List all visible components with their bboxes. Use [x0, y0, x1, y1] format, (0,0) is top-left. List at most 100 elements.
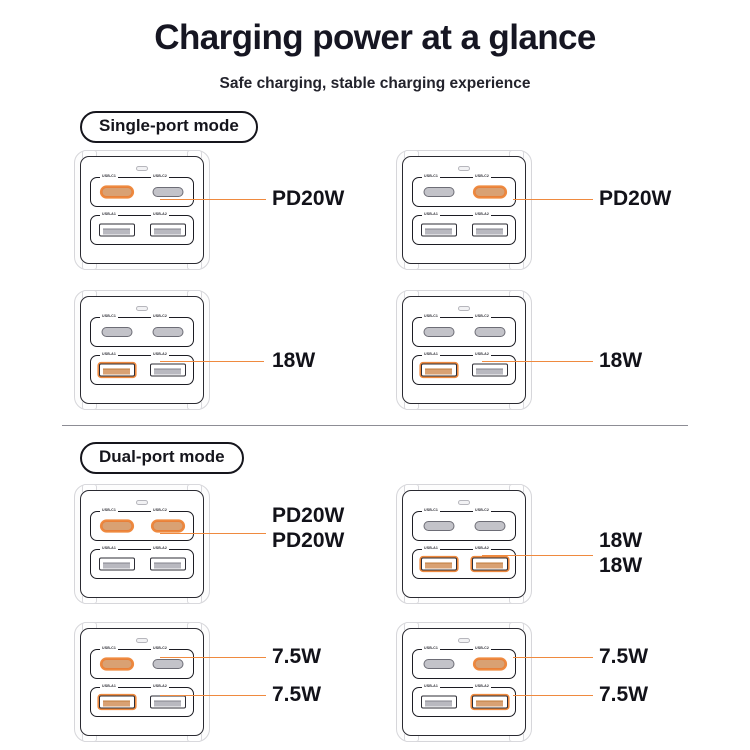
section-label-single-port: Single-port mode — [80, 111, 258, 143]
charger-face: USB-C1 USB-C2 USB-A1 USB-A2 — [80, 296, 204, 404]
charger-foot-icon — [509, 150, 524, 158]
charger-foot-icon — [82, 290, 97, 298]
charger-foot-icon — [509, 622, 524, 630]
port-label-c1: USB-C1 — [422, 313, 440, 319]
charger-unit-dp-1: USB-C1 USB-C2 USB-A1 USB-A2 — [74, 484, 210, 604]
usb-a1-port[interactable] — [420, 557, 457, 571]
charger-foot-icon — [82, 402, 97, 410]
port-label-c1: USB-C1 — [100, 645, 118, 651]
leader-line — [160, 361, 264, 362]
charger-foot-icon — [187, 150, 202, 158]
usb-a2-port[interactable] — [149, 363, 186, 377]
usb-c2-port[interactable] — [152, 327, 183, 337]
output-value-dp-4-a: 7.5W — [599, 645, 649, 668]
port-label-a2: USB-A2 — [151, 211, 169, 217]
leader-line — [160, 657, 266, 658]
port-label-c1: USB-C1 — [422, 645, 440, 651]
charger-foot-icon — [82, 484, 97, 492]
port-label-c1: USB-C1 — [422, 173, 440, 179]
usb-a1-port[interactable] — [420, 223, 457, 237]
leader-line — [160, 533, 266, 534]
port-label-c2: USB-C2 — [473, 645, 491, 651]
charger-foot-icon — [187, 402, 202, 410]
port-label-a1: USB-A1 — [100, 351, 118, 357]
charger-foot-icon — [82, 622, 97, 630]
leader-line — [513, 199, 593, 200]
port-label-a2: USB-A2 — [473, 211, 491, 217]
charger-foot-icon — [509, 262, 524, 270]
led-indicator-icon — [458, 638, 470, 643]
output-value-dp-2-b: 18W — [599, 554, 643, 577]
usb-c1-port[interactable] — [423, 521, 454, 531]
charger-foot-icon — [82, 596, 97, 604]
output-value-sp-3: 18W — [272, 349, 316, 372]
usb-c1-port[interactable] — [423, 187, 454, 197]
output-value-dp-1-b: PD20W — [272, 529, 345, 552]
usb-c1-port[interactable] — [101, 327, 132, 337]
port-label-c2: USB-C2 — [151, 313, 169, 319]
port-label-c2: USB-C2 — [151, 173, 169, 179]
charger-foot-icon — [509, 402, 524, 410]
usb-c1-port[interactable] — [101, 659, 132, 669]
usb-a1-port[interactable] — [420, 695, 457, 709]
charger-foot-icon — [404, 734, 419, 742]
usb-a1-port[interactable] — [98, 695, 135, 709]
usb-c2-port[interactable] — [152, 187, 183, 197]
usb-a2-port[interactable] — [471, 557, 508, 571]
charger-foot-icon — [187, 262, 202, 270]
led-indicator-icon — [136, 638, 148, 643]
port-label-c2: USB-C2 — [473, 313, 491, 319]
port-label-c1: USB-C1 — [422, 507, 440, 513]
usb-c1-port[interactable] — [101, 187, 132, 197]
usb-c2-port[interactable] — [474, 521, 505, 531]
usb-a2-port[interactable] — [471, 695, 508, 709]
usb-a2-port[interactable] — [471, 363, 508, 377]
usb-a2-port[interactable] — [471, 223, 508, 237]
output-value-sp-1: PD20W — [272, 187, 345, 210]
charger-foot-icon — [187, 290, 202, 298]
usb-c2-port[interactable] — [474, 327, 505, 337]
charger-unit-dp-3: USB-C1 USB-C2 USB-A1 USB-A2 — [74, 622, 210, 742]
port-label-a1: USB-A1 — [422, 683, 440, 689]
usb-c2-port[interactable] — [152, 659, 183, 669]
led-indicator-icon — [136, 500, 148, 505]
leader-line — [513, 695, 593, 696]
usb-c-group: USB-C1 USB-C2 — [412, 645, 516, 679]
charger-face: USB-C1 USB-C2 USB-A1 USB-A2 — [80, 490, 204, 598]
charger-foot-icon — [82, 150, 97, 158]
usb-a-group: USB-A1 USB-A2 — [90, 683, 194, 717]
usb-c2-port[interactable] — [152, 521, 183, 531]
port-label-a2: USB-A2 — [151, 683, 169, 689]
leader-line — [160, 695, 266, 696]
usb-a1-port[interactable] — [98, 223, 135, 237]
usb-a1-port[interactable] — [98, 557, 135, 571]
port-label-c1: USB-C1 — [100, 313, 118, 319]
usb-a-group: USB-A1 USB-A2 — [90, 545, 194, 579]
usb-a2-port[interactable] — [149, 695, 186, 709]
charger-foot-icon — [82, 262, 97, 270]
usb-a1-port[interactable] — [420, 363, 457, 377]
usb-c1-port[interactable] — [101, 521, 132, 531]
led-indicator-icon — [458, 306, 470, 311]
charger-foot-icon — [187, 622, 202, 630]
usb-c1-port[interactable] — [423, 327, 454, 337]
usb-c2-port[interactable] — [474, 659, 505, 669]
usb-a2-port[interactable] — [149, 223, 186, 237]
usb-a2-port[interactable] — [149, 557, 186, 571]
usb-c1-port[interactable] — [423, 659, 454, 669]
charger-face: USB-C1 USB-C2 USB-A1 USB-A2 — [402, 156, 526, 264]
leader-line — [160, 199, 266, 200]
usb-a1-port[interactable] — [98, 363, 135, 377]
leader-line — [482, 555, 593, 556]
usb-c-group: USB-C1 USB-C2 — [90, 507, 194, 541]
port-label-a2: USB-A2 — [151, 351, 169, 357]
charger-foot-icon — [187, 596, 202, 604]
usb-c2-port[interactable] — [474, 187, 505, 197]
charger-foot-icon — [509, 734, 524, 742]
port-label-a1: USB-A1 — [422, 545, 440, 551]
port-label-a2: USB-A2 — [473, 683, 491, 689]
charger-foot-icon — [187, 734, 202, 742]
charger-foot-icon — [404, 290, 419, 298]
usb-a-group: USB-A1 USB-A2 — [412, 545, 516, 579]
